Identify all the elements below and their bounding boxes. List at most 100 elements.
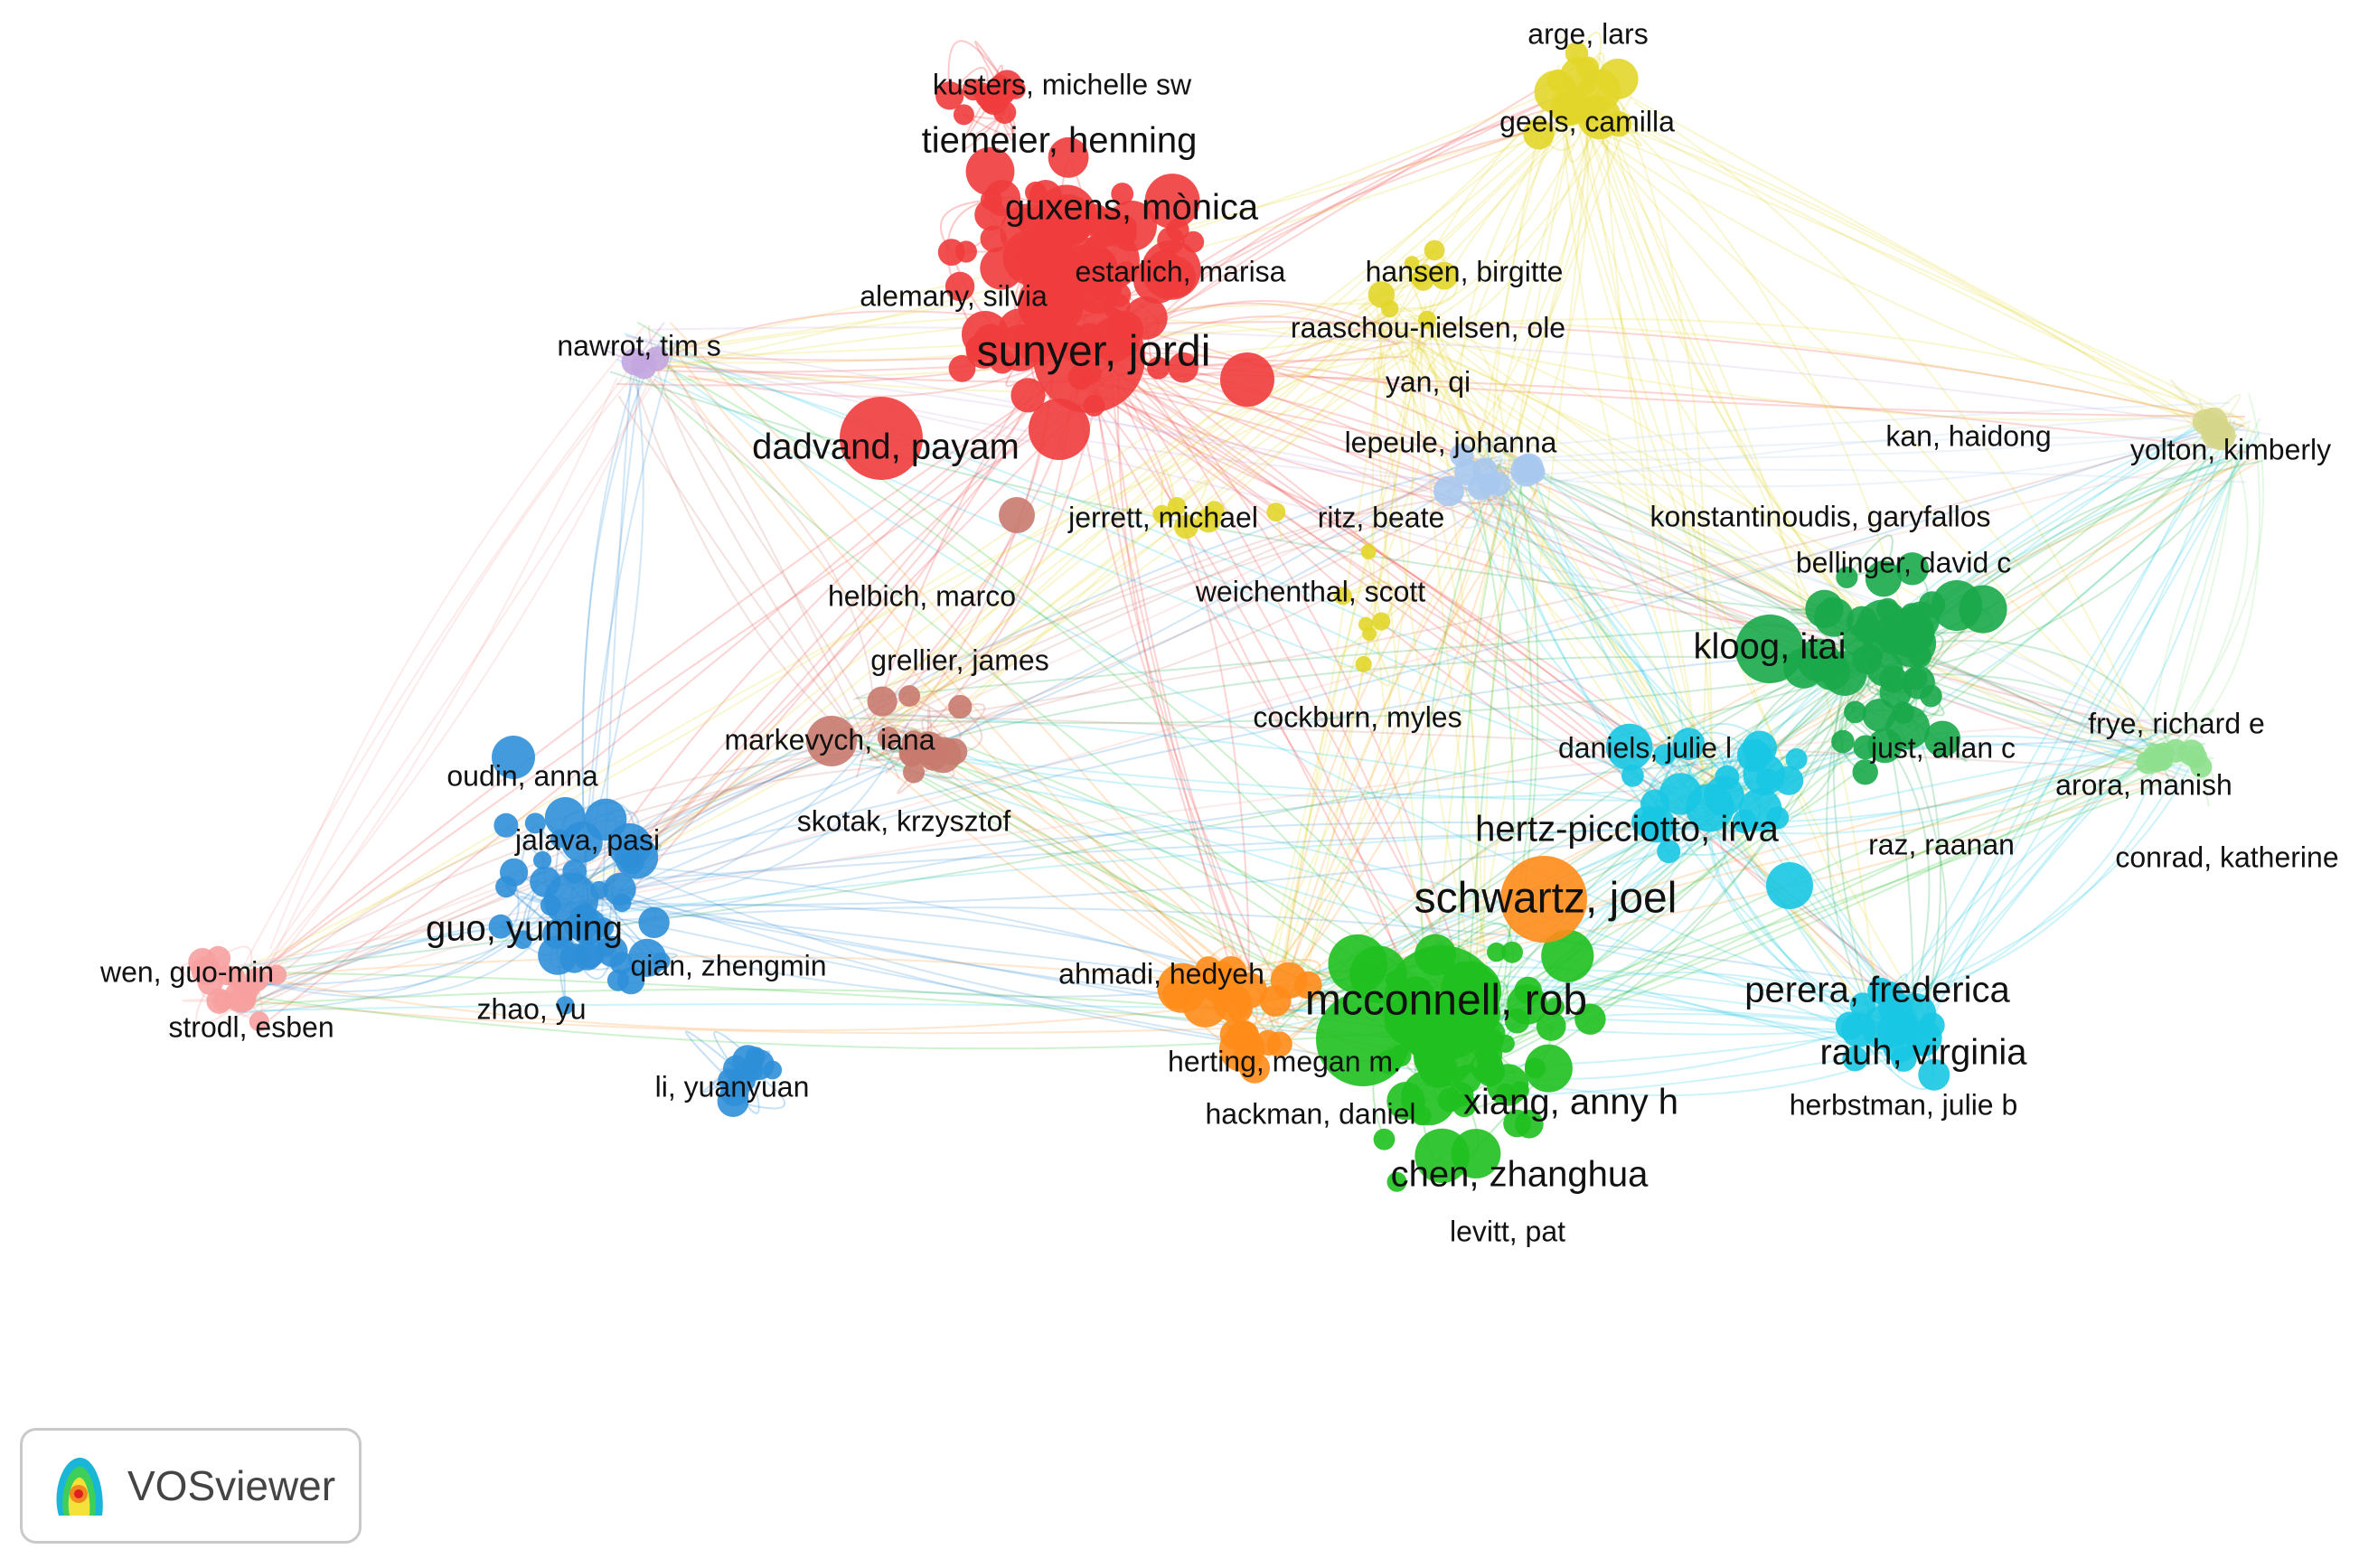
network-node[interactable]	[1865, 560, 1902, 597]
network-node[interactable]	[216, 964, 237, 986]
network-node[interactable]	[1450, 443, 1474, 467]
network-node[interactable]	[1918, 1058, 1950, 1091]
network-node[interactable]	[1427, 1057, 1449, 1079]
network-node[interactable]	[266, 964, 287, 985]
author-label[interactable]: chen, zhanghua	[1391, 1155, 1649, 1195]
author-label[interactable]: raz, raanan	[1868, 828, 2015, 860]
network-node[interactable]	[1931, 580, 1982, 631]
network-node[interactable]	[1737, 738, 1771, 773]
network-node[interactable]	[1029, 180, 1063, 213]
author-label[interactable]: daniels, julie l	[1558, 731, 1732, 764]
network-node[interactable]	[1501, 941, 1523, 963]
network-node[interactable]	[980, 247, 1023, 290]
author-label[interactable]: kan, haidong	[1885, 419, 2051, 452]
network-node[interactable]	[1266, 1031, 1292, 1057]
author-label[interactable]: frye, richard e	[2088, 707, 2265, 739]
network-node[interactable]	[249, 1011, 269, 1032]
network-node[interactable]	[1541, 929, 1594, 982]
author-label[interactable]: yolton, kimberly	[2130, 433, 2331, 465]
network-node[interactable]	[867, 686, 898, 717]
author-label[interactable]: herting, megan m.	[1168, 1045, 1401, 1077]
network-node[interactable]	[840, 397, 923, 480]
network-node[interactable]	[1836, 566, 1858, 588]
network-node[interactable]	[1901, 665, 1935, 699]
network-node[interactable]	[1672, 728, 1706, 761]
author-label[interactable]: konstantinoudis, garyfallos	[1649, 500, 1990, 532]
network-node[interactable]	[561, 822, 603, 863]
author-label[interactable]: strodl, esben	[168, 1010, 334, 1043]
network-node[interactable]	[1821, 651, 1847, 678]
network-node[interactable]	[1266, 502, 1286, 522]
author-label[interactable]: conrad, katherine	[2115, 840, 2338, 873]
network-node[interactable]	[1895, 552, 1929, 586]
author-label[interactable]: rauh, virginia	[1819, 1033, 2027, 1073]
author-label[interactable]: grellier, james	[870, 643, 1048, 676]
network-node[interactable]	[1381, 300, 1399, 318]
network-node[interactable]	[1878, 623, 1910, 655]
network-node[interactable]	[1259, 984, 1292, 1017]
network-node[interactable]	[1875, 597, 1900, 621]
network-node[interactable]	[1360, 544, 1377, 559]
network-node[interactable]	[981, 95, 1000, 114]
author-label[interactable]: cockburn, myles	[1253, 700, 1461, 733]
author-label[interactable]: geels, camilla	[1499, 105, 1675, 137]
network-node[interactable]	[1686, 784, 1734, 832]
network-node[interactable]	[1174, 514, 1198, 540]
network-node[interactable]	[1831, 729, 1855, 754]
author-label[interactable]: perera, frederica	[1744, 971, 2010, 1010]
author-label[interactable]: li, yuanyuan	[655, 1070, 810, 1103]
network-node[interactable]	[945, 271, 975, 302]
author-label[interactable]: dadvand, payam	[752, 427, 1020, 467]
network-node[interactable]	[607, 823, 653, 868]
network-node[interactable]	[1605, 723, 1653, 771]
network-node[interactable]	[1358, 616, 1374, 632]
network-node[interactable]	[542, 919, 573, 950]
network-node[interactable]	[1106, 201, 1157, 251]
network-node[interactable]	[1452, 1065, 1481, 1094]
author-label[interactable]: just, allan c	[1870, 731, 2016, 764]
author-label[interactable]: qian, zhengmin	[630, 949, 826, 981]
author-label[interactable]: schwartz, joel	[1414, 875, 1678, 923]
author-label[interactable]: arora, manish	[2055, 768, 2232, 801]
author-label[interactable]: raaschou-nielsen, ole	[1291, 311, 1565, 343]
network-node[interactable]	[1114, 261, 1137, 284]
network-node[interactable]	[1404, 256, 1420, 271]
network-node[interactable]	[1133, 257, 1180, 304]
network-node[interactable]	[980, 225, 1008, 253]
network-node[interactable]	[1766, 862, 1813, 909]
network-node[interactable]	[992, 70, 1023, 101]
network-node[interactable]	[962, 311, 1009, 358]
network-node[interactable]	[1867, 728, 1903, 764]
author-label[interactable]: bellinger, david c	[1796, 546, 2011, 578]
network-node[interactable]	[1029, 399, 1090, 460]
network-node[interactable]	[1653, 744, 1676, 766]
network-node[interactable]	[1842, 1046, 1868, 1072]
author-label[interactable]: estarlich, marisa	[1076, 255, 1286, 287]
network-node[interactable]	[1852, 759, 1878, 785]
network-node[interactable]	[1437, 1087, 1462, 1113]
network-node[interactable]	[1316, 992, 1410, 1086]
network-node[interactable]	[244, 967, 269, 992]
network-node[interactable]	[1010, 378, 1046, 413]
network-node[interactable]	[999, 497, 1035, 533]
network-node[interactable]	[1894, 993, 1937, 1036]
network-node[interactable]	[544, 873, 598, 927]
network-node[interactable]	[1083, 249, 1118, 284]
network-node[interactable]	[1500, 856, 1587, 943]
network-node[interactable]	[1147, 356, 1170, 380]
network-node[interactable]	[1412, 268, 1434, 291]
network-node[interactable]	[621, 348, 649, 376]
network-node[interactable]	[1060, 251, 1089, 280]
network-node[interactable]	[1430, 261, 1459, 290]
network-node[interactable]	[1523, 461, 1546, 484]
author-label[interactable]: markevych, iana	[725, 723, 935, 756]
network-node[interactable]	[606, 969, 629, 991]
network-node[interactable]	[500, 858, 529, 887]
network-node[interactable]	[1386, 1171, 1407, 1192]
network-node[interactable]	[948, 694, 973, 719]
network-node[interactable]	[935, 81, 964, 110]
network-node[interactable]	[1846, 606, 1878, 638]
network-node[interactable]	[1033, 301, 1145, 413]
network-node[interactable]	[953, 104, 974, 126]
network-node[interactable]	[1900, 603, 1924, 626]
